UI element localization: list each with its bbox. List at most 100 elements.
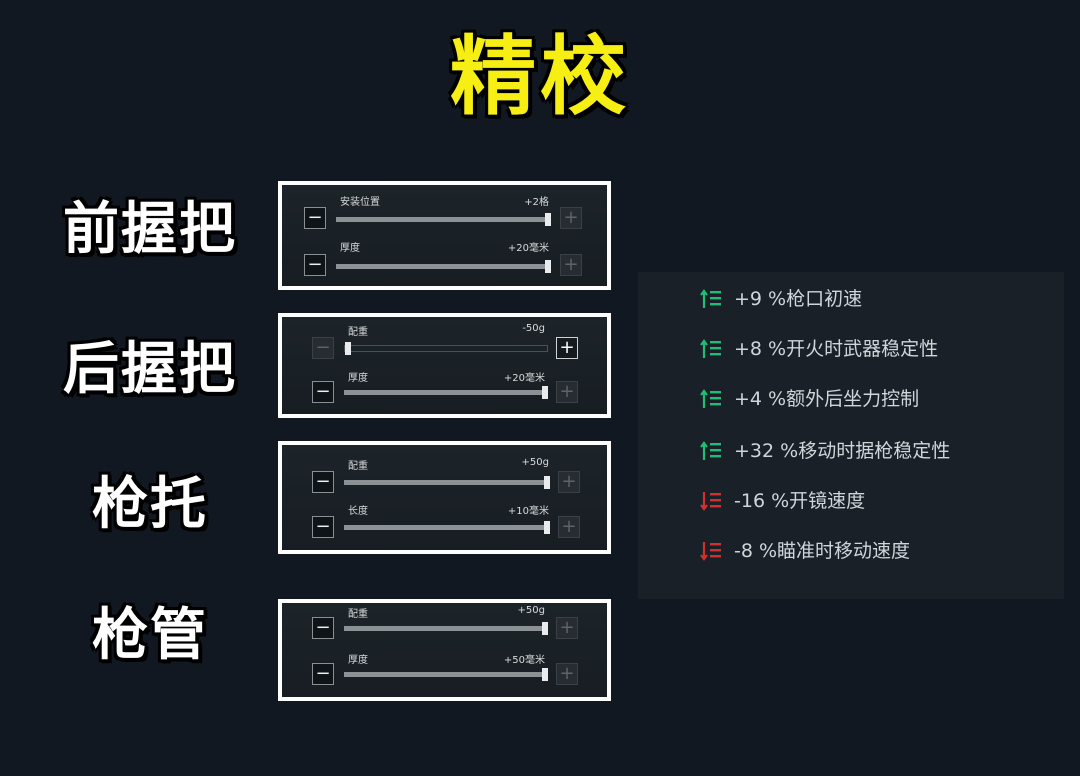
minus-icon: − <box>307 254 323 275</box>
tuning-row: 配重 -50g − + <box>282 321 607 367</box>
stat-line: -8 %瞄准时移动速度 <box>700 536 911 566</box>
increase-button[interactable]: + <box>556 381 578 403</box>
slider-handle[interactable] <box>544 521 550 534</box>
section-label-rear-grip: 后握把 <box>63 337 237 402</box>
increase-button[interactable]: + <box>558 471 580 493</box>
row-label: 安装位置 <box>340 197 380 208</box>
slider-fill <box>344 626 548 631</box>
slider-fill <box>344 672 548 677</box>
slider-track[interactable] <box>344 476 550 489</box>
plus-icon: + <box>559 663 575 684</box>
stat-text: +9 %枪口初速 <box>734 288 863 310</box>
tuning-row: 安装位置 +2格 − + <box>282 191 607 237</box>
minus-icon: − <box>315 516 331 537</box>
plus-icon: + <box>561 471 577 492</box>
plus-icon: + <box>563 207 579 228</box>
tuning-row: 长度 +10毫米 − + <box>282 500 607 546</box>
decrease-button[interactable]: − <box>312 337 334 359</box>
stat-text: -8 %瞄准时移动速度 <box>734 540 911 562</box>
slider-handle[interactable] <box>542 622 548 635</box>
tuning-row: 配重 +50g − + <box>282 455 607 501</box>
slider-handle[interactable] <box>545 260 551 273</box>
panel-background <box>282 603 607 697</box>
tuning-row: 厚度 +20毫米 − + <box>282 367 607 413</box>
stat-line: +4 %额外后坐力控制 <box>700 384 920 414</box>
slider-track[interactable] <box>344 342 548 355</box>
tuning-panel-stock: 配重 +50g − + 长度 +10毫米 − + <box>278 441 611 554</box>
decrease-button[interactable]: − <box>312 381 334 403</box>
stat-text: +4 %额外后坐力控制 <box>734 388 920 410</box>
slider-track[interactable] <box>336 213 551 226</box>
decrease-button[interactable]: − <box>304 254 326 276</box>
slider-fill <box>344 390 548 395</box>
tuning-panel-front-grip: 安装位置 +2格 − + 厚度 +20毫米 − + <box>278 181 611 290</box>
increase-button[interactable]: + <box>556 617 578 639</box>
slider-track[interactable] <box>344 622 548 635</box>
decrease-button[interactable]: − <box>312 663 334 685</box>
stat-up-icon <box>700 441 721 460</box>
row-label: 配重 <box>348 327 368 338</box>
increase-button[interactable]: + <box>558 516 580 538</box>
minus-icon: − <box>315 337 331 358</box>
slider-handle[interactable] <box>542 386 548 399</box>
stat-up-icon <box>700 389 721 408</box>
increase-button[interactable]: + <box>560 207 582 229</box>
increase-button[interactable]: + <box>556 337 578 359</box>
row-value: +20毫米 <box>503 373 545 384</box>
row-value: +20毫米 <box>507 243 549 254</box>
tuning-row: 厚度 +20毫米 − + <box>282 237 607 283</box>
stat-line: -16 %开镜速度 <box>700 486 866 516</box>
stat-text: +32 %移动时据枪稳定性 <box>734 440 951 462</box>
slider-handle[interactable] <box>542 668 548 681</box>
slider-handle[interactable] <box>545 213 551 226</box>
row-value: +50g <box>517 605 545 616</box>
panel-background <box>282 317 607 414</box>
minus-icon: − <box>315 663 331 684</box>
panel-background <box>282 445 607 550</box>
tuning-row: 厚度 +50毫米 − + <box>282 649 607 695</box>
panel-background <box>282 185 607 286</box>
row-value: +2格 <box>524 197 549 208</box>
row-value: +50毫米 <box>503 655 545 666</box>
row-label: 长度 <box>348 506 368 517</box>
section-label-barrel: 枪管 <box>92 603 208 668</box>
page-title: 精校 <box>450 27 630 127</box>
stat-up-icon <box>700 289 721 308</box>
stat-text: +8 %开火时武器稳定性 <box>734 338 939 360</box>
slider-track[interactable] <box>344 386 548 399</box>
slider-track[interactable] <box>344 521 550 534</box>
slider-fill <box>336 264 551 269</box>
section-label-stock: 枪托 <box>92 472 208 537</box>
plus-icon: + <box>559 617 575 638</box>
decrease-button[interactable]: − <box>312 471 334 493</box>
slider-track[interactable] <box>344 668 548 681</box>
slider-handle[interactable] <box>345 342 351 355</box>
stat-text: -16 %开镜速度 <box>734 490 866 512</box>
row-label: 配重 <box>348 461 368 472</box>
row-value: -50g <box>522 323 545 334</box>
increase-button[interactable]: + <box>556 663 578 685</box>
decrease-button[interactable]: − <box>312 617 334 639</box>
row-value: +50g <box>521 457 549 468</box>
plus-icon: + <box>559 337 575 358</box>
slider-fill <box>336 217 551 222</box>
plus-icon: + <box>559 381 575 402</box>
row-label: 厚度 <box>340 243 360 254</box>
stat-line: +9 %枪口初速 <box>700 284 863 314</box>
increase-button[interactable]: + <box>560 254 582 276</box>
slider-handle[interactable] <box>544 476 550 489</box>
minus-icon: − <box>315 381 331 402</box>
decrease-button[interactable]: − <box>312 516 334 538</box>
plus-icon: + <box>561 516 577 537</box>
slider-fill <box>344 480 550 485</box>
stat-up-icon <box>700 339 721 358</box>
tuning-panel-rear-grip: 配重 -50g − + 厚度 +20毫米 − + <box>278 313 611 418</box>
minus-icon: − <box>315 471 331 492</box>
tuning-row: 配重 +50g − + <box>282 603 607 649</box>
row-label: 配重 <box>348 609 368 620</box>
stats-panel: +9 %枪口初速 +8 %开火时武器稳定性 +4 %额外后坐力控制 +32 %移… <box>638 272 1064 599</box>
decrease-button[interactable]: − <box>304 207 326 229</box>
stat-down-icon <box>700 492 721 511</box>
slider-track[interactable] <box>336 260 551 273</box>
stat-down-icon <box>700 542 721 561</box>
